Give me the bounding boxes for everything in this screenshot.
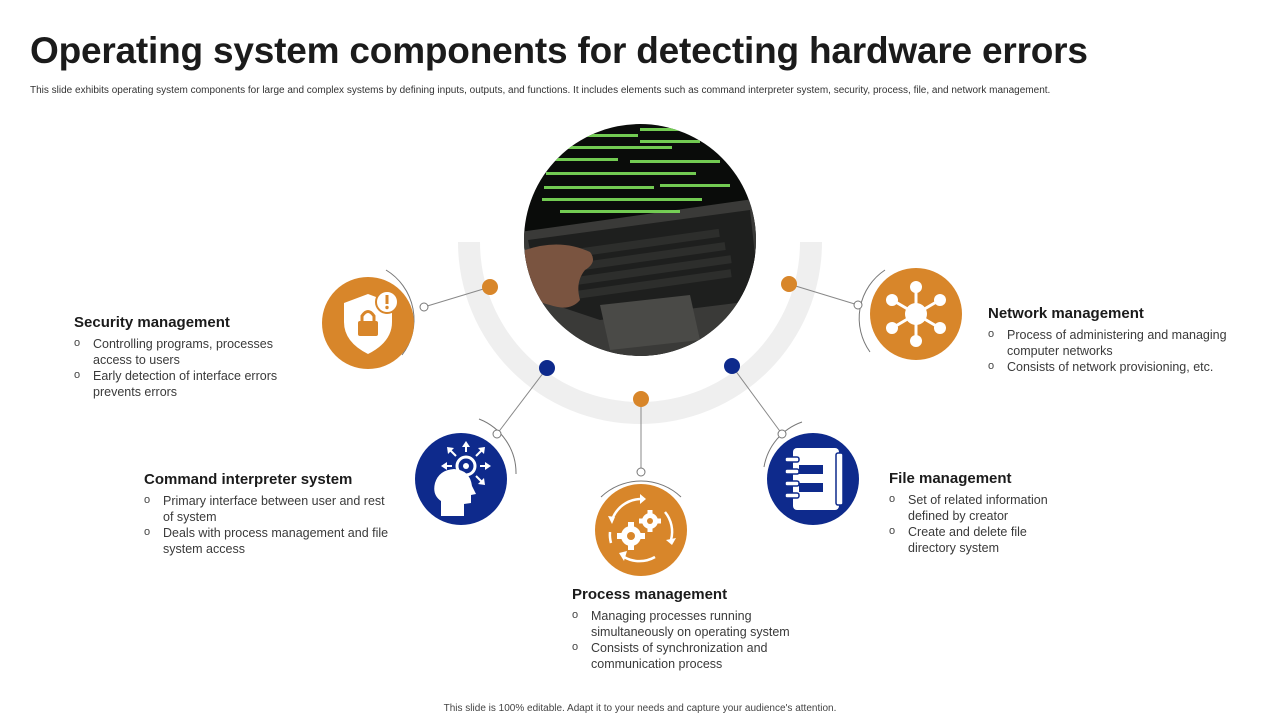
- list-item: Set of related information defined by cr…: [889, 491, 1074, 524]
- file-title: File management: [889, 470, 1012, 487]
- file-points: Set of related information defined by cr…: [889, 491, 1074, 556]
- bracket-file: [763, 421, 803, 468]
- network-hub-icon: [886, 281, 946, 347]
- security-block: Security management Controlling programs…: [74, 314, 294, 400]
- page-title: Operating system components for detectin…: [30, 30, 1088, 71]
- command-title: Command interpreter system: [144, 471, 353, 488]
- file-block: File management Set of related informati…: [889, 470, 1074, 556]
- center-photo: [524, 124, 756, 356]
- shield-lock-icon: [344, 290, 399, 354]
- arc-dot-process: [633, 391, 649, 407]
- network-block: Network management Process of administer…: [988, 305, 1238, 375]
- security-title: Security management: [74, 314, 230, 331]
- list-item: Deals with process management and file s…: [144, 524, 389, 557]
- bracket-process: [600, 480, 682, 498]
- list-item: Create and delete file directory system: [889, 523, 1074, 556]
- list-item: Primary interface between user and rest …: [144, 492, 389, 525]
- connector-lines: [423, 283, 859, 472]
- list-item: Process of administering and managing co…: [988, 326, 1238, 359]
- notebook-icon: [784, 448, 844, 510]
- joint-security: [419, 302, 429, 312]
- arc-dot-command: [539, 360, 555, 376]
- security-points: Controlling programs, processes access t…: [74, 335, 294, 400]
- list-item: Early detection of interface errors prev…: [74, 367, 294, 400]
- joint-file: [777, 429, 787, 439]
- network-icon-circle: [870, 268, 962, 360]
- process-points: Managing processes running simultaneousl…: [572, 607, 817, 672]
- list-item: Controlling programs, processes access t…: [74, 335, 294, 368]
- command-icon-circle: [415, 433, 507, 525]
- arc-dot-file: [724, 358, 740, 374]
- command-block: Command interpreter system Primary inter…: [144, 471, 389, 557]
- head-gear-icon: [434, 441, 491, 516]
- background-arc: [458, 242, 822, 424]
- process-block: Process management Managing processes ru…: [572, 586, 817, 672]
- bracket-command: [478, 418, 517, 475]
- process-title: Process management: [572, 586, 728, 603]
- command-points: Primary interface between user and rest …: [144, 492, 389, 557]
- arc-dot-network: [781, 276, 797, 292]
- joint-network: [853, 300, 863, 310]
- joint-command: [492, 429, 502, 439]
- security-icon-circle: [322, 277, 414, 369]
- joint-process: [636, 467, 646, 477]
- list-item: Managing processes running simultaneousl…: [572, 607, 817, 640]
- network-title: Network management: [988, 305, 1144, 322]
- file-icon-circle: [767, 433, 859, 525]
- page-subtitle: This slide exhibits operating system com…: [30, 85, 1051, 96]
- footer-note: This slide is 100% editable. Adapt it to…: [443, 703, 837, 714]
- process-icon-circle: [595, 484, 687, 576]
- list-item: Consists of synchronization and communic…: [572, 639, 817, 672]
- network-points: Process of administering and managing co…: [988, 326, 1238, 375]
- list-item: Consists of network provisioning, etc.: [988, 358, 1238, 375]
- arc-dot-security: [482, 279, 498, 295]
